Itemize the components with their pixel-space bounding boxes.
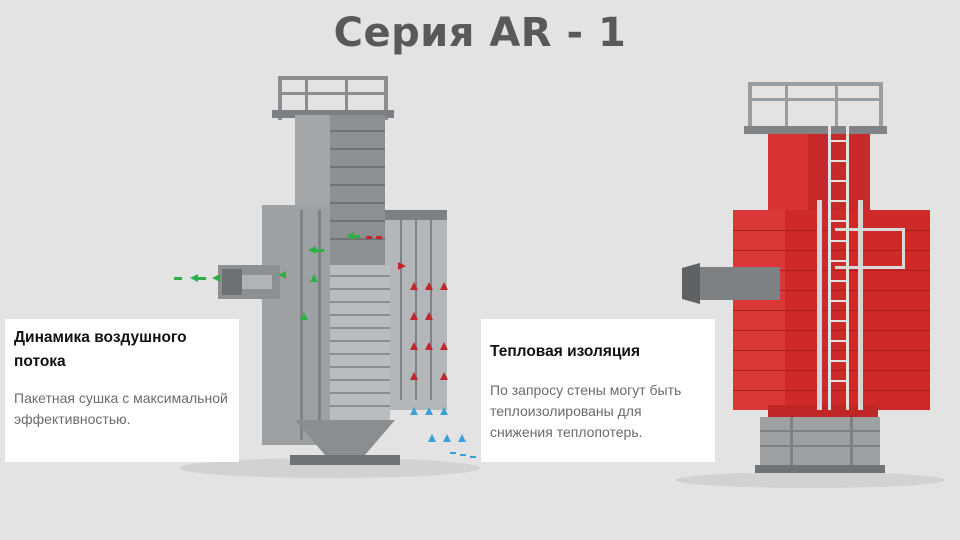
- dryer-insulated-illustration: [675, 82, 945, 488]
- insulation-card-body: По запросу стены могут быть теплоизолиро…: [490, 382, 682, 440]
- airflow-info-card: Динамика воздушного потока Пакетная сушк…: [5, 319, 239, 462]
- airflow-card-body: Пакетная сушка с максимальной эффективно…: [14, 390, 228, 427]
- slide-title: Серия AR - 1: [333, 10, 627, 56]
- dryer-cutaway-illustration: [174, 76, 480, 478]
- insulation-card-title: Тепловая изоляция: [490, 343, 641, 360]
- insulation-info-card: Тепловая изоляция По запросу стены могут…: [481, 319, 715, 462]
- airflow-card-title: Динамика воздушного потока: [14, 329, 187, 370]
